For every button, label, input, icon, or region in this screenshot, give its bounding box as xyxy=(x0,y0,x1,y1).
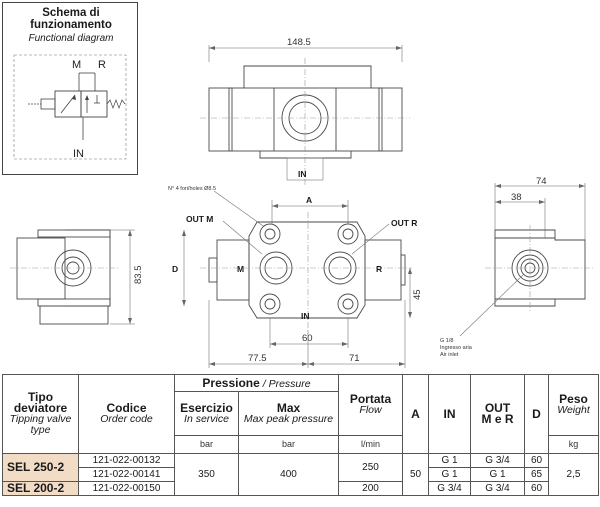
dim-83-5: 83.5 xyxy=(133,266,144,285)
dim-74: 74 xyxy=(536,176,547,187)
header-esercizio: Esercizio In service xyxy=(174,391,239,436)
header-d: D xyxy=(524,374,549,454)
flow-cell: 200 xyxy=(338,481,403,496)
label-out-r: OUT R xyxy=(391,218,417,228)
table-row: SEL 200-2 121-022-00150 200 G 3/4 G 3/4 … xyxy=(2,481,599,496)
label-in-top: IN xyxy=(298,169,307,179)
schema-subtitle: Functional diagram xyxy=(28,33,114,44)
table-units-row: bar bar l/min kg xyxy=(3,435,599,454)
esercizio-cell: 350 xyxy=(174,453,239,496)
dim-71: 71 xyxy=(349,353,360,364)
header-portata: Portata Flow xyxy=(338,374,403,436)
dim-overall-width: 148.5 xyxy=(287,37,311,48)
top-view: 148.5 IN xyxy=(200,37,410,185)
spec-table: Tipo deviatore Tipping valve type Codice… xyxy=(2,374,599,496)
functional-diagram-symbol: M R IN xyxy=(13,54,127,160)
unit-bar-esercizio: bar xyxy=(174,435,239,454)
table-header-row-1: Tipo deviatore Tipping valve type Codice… xyxy=(2,374,599,454)
table-header-row-2: Esercizio In service Max Max peak pressu… xyxy=(3,391,599,436)
header-tipo: Tipo deviatore Tipping valve type xyxy=(2,374,79,454)
schema-port-r: R xyxy=(98,59,106,71)
out-cell: G 3/4 xyxy=(470,481,525,496)
weight-cell: 2,5 xyxy=(548,453,599,496)
dim-77-5: 77.5 xyxy=(248,353,267,364)
left-side-view: 83.5 xyxy=(10,229,144,325)
header-codice: Codice Order code xyxy=(78,374,175,454)
air-note-1: G 1/8 xyxy=(440,338,453,344)
a-cell: 50 xyxy=(402,453,429,496)
out-cell: G 1 xyxy=(470,467,525,482)
code-cell: 121-022-00141 xyxy=(78,467,175,482)
model-sel-250-2: SEL 250-2 xyxy=(2,453,79,482)
functional-diagram-box: Schema di funzionamento Functional diagr… xyxy=(2,2,138,175)
header-pressione: Pressione / Pressure xyxy=(174,374,339,392)
label-in-front: IN xyxy=(301,311,310,321)
dim-a: A xyxy=(306,195,312,205)
unit-bar-max: bar xyxy=(238,435,339,454)
in-cell: G 1 xyxy=(428,467,471,482)
front-view: A N° 4 fori/holes Ø8.5 OUT M OUT R M xyxy=(168,186,423,368)
dim-45: 45 xyxy=(412,289,423,300)
drawing-svg: 148.5 IN A N° 4 fori/holes Ø8.5 xyxy=(10,37,595,368)
right-side-view: 74 38 G 1/8 Ingresso aria Air inlet xyxy=(440,176,595,358)
model-sel-200-2: SEL 200-2 xyxy=(2,481,79,496)
schema-title-line2: funzionamento xyxy=(30,19,112,31)
d-cell: 65 xyxy=(524,467,549,482)
air-note-3: Air inlet xyxy=(440,352,459,358)
out-cell: G 3/4 xyxy=(470,453,525,468)
table-row: SEL 250-2 121-022-00132 350 400 250 50 G… xyxy=(2,453,599,496)
schema-title: Schema di funzionamento xyxy=(3,7,139,31)
dim-60: 60 xyxy=(302,333,313,344)
code-cell: 121-022-00132 xyxy=(78,453,175,468)
max-cell: 400 xyxy=(238,453,339,496)
dim-38: 38 xyxy=(511,192,522,203)
flow-cell: 250 xyxy=(338,453,403,482)
d-cell: 60 xyxy=(524,453,549,468)
header-peso: Peso Weight xyxy=(548,374,599,436)
schema-port-m: M xyxy=(72,59,81,71)
technical-drawing: 148.5 IN A N° 4 fori/holes Ø8.5 xyxy=(2,2,595,368)
header-out: OUT M e R xyxy=(470,374,525,454)
unit-kg: kg xyxy=(548,435,599,454)
d-cell: 60 xyxy=(524,481,549,496)
header-max: Max Max peak pressure xyxy=(238,391,339,436)
header-in: IN xyxy=(428,374,471,454)
label-out-m: OUT M xyxy=(186,214,213,224)
holes-note: N° 4 fori/holes Ø8.5 xyxy=(168,186,216,192)
code-cell: 121-022-00150 xyxy=(78,481,175,496)
header-a: A xyxy=(402,374,429,454)
in-cell: G 3/4 xyxy=(428,481,471,496)
schema-title-line1: Schema di xyxy=(42,7,100,19)
label-d: D xyxy=(172,264,178,274)
schema-port-in: IN xyxy=(73,148,84,160)
in-cell: G 1 xyxy=(428,453,471,468)
unit-flow: l/min xyxy=(338,435,403,454)
label-r: R xyxy=(376,264,382,274)
label-m: M xyxy=(237,264,244,274)
air-note-2: Ingresso aria xyxy=(440,345,473,351)
